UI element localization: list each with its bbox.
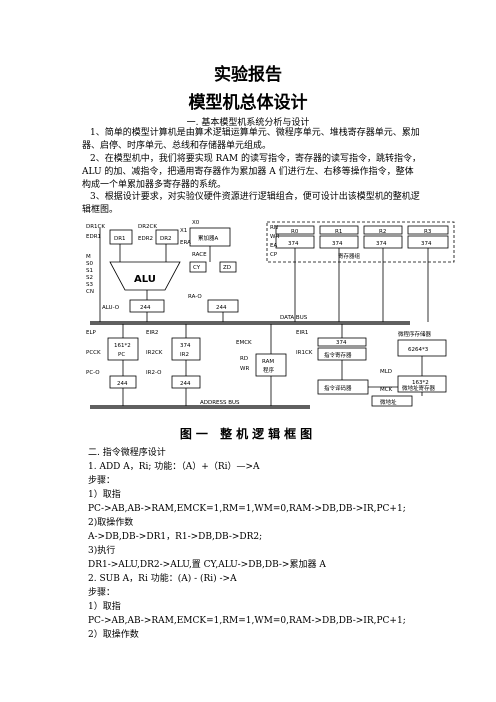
text-line-13: 2）取操作数 (88, 630, 139, 640)
text-line-1: 1. ADD A，Ri; 功能：（A）+（Ri）—>A (88, 462, 260, 472)
label-pc-o: PC-O (86, 370, 100, 376)
label-acc: 累加器A (198, 234, 219, 242)
text-line-7: 3)执行 (88, 546, 116, 556)
label-374-r0: 374 (288, 241, 299, 247)
label-ir-reg: 指令寄存器 (324, 351, 352, 359)
label-ea: EA (270, 243, 277, 249)
label-244-ir2: 244 (180, 381, 191, 387)
page-subtitle: 模型机总体设计 (188, 93, 308, 113)
label-address-bus: ADDRESS BUS (200, 400, 240, 406)
label-ir2: IR2 (180, 352, 189, 358)
label-data-bus: DATA BUS (280, 315, 308, 321)
label-ir1ck: IR1CK (296, 350, 313, 356)
label-ir2-chip: 374 (180, 343, 191, 349)
label-wr: WR (270, 234, 279, 240)
label-jump: 微地址 (380, 398, 397, 406)
label-244-ra: 244 (216, 305, 227, 311)
label-374-r2: 374 (376, 241, 387, 247)
paragraph-2: 2、在模型机中，我们将要实现 RAM 的读写指令，寄存器的读写指令，跳转指令，A… (82, 154, 421, 190)
label-r1: R1 (335, 229, 342, 235)
label-wr-ram: WR (240, 366, 249, 372)
label-mck: MCK (380, 387, 393, 393)
label-cn: CN (86, 289, 94, 295)
text-line-2: 步骤： (88, 476, 116, 486)
label-alu: ALU (134, 274, 156, 285)
label-m: M (86, 254, 91, 260)
label-ir2ck: IR2CK (146, 350, 163, 356)
text-line-6: A->DB,DB->DR1，R1->DB,DB->DR2; (88, 532, 263, 542)
label-race: RACE (192, 252, 207, 258)
label-program: 程序 (263, 366, 275, 374)
label-edr1: EDR1 (86, 234, 101, 240)
label-s1: S1 (86, 268, 93, 274)
label-r0: R0 (291, 229, 299, 235)
text-line-4: PC->AB,AB->RAM,EMCK=1,RM=1,WM=0,RAM->DB,… (88, 504, 406, 514)
paragraph-3: 3、根据设计要求，对实验仪硬件资源进行逻辑组合，便可设计出该模型机的整机逻辑框图… (82, 192, 420, 215)
text-line-8: DR1->ALU,DR2->ALU,置 CY,ALU->DB,DB->累加器 A (88, 560, 326, 570)
label-cp: CP (270, 252, 278, 258)
label-reg-group: 寄存器组 (338, 252, 361, 260)
text-line-11: 1）取指 (88, 602, 121, 612)
label-eir1: EIR1 (296, 330, 308, 336)
label-micro-mem: 微程序存储器 (398, 330, 432, 338)
section-heading-1: 一. 基本模型机系统分析与设计 (186, 118, 310, 128)
label-s3: S3 (86, 282, 93, 288)
label-pcck: PCCK (86, 350, 101, 356)
text-line-10: 步骤： (88, 588, 116, 598)
text-line-12: PC->AB,AB->RAM,EMCK=1,RM=1,WM=0,RAM->DB,… (88, 616, 406, 626)
label-emck: EMCK (236, 340, 252, 346)
label-s0: S0 (86, 261, 93, 267)
label-pc: PC (118, 352, 125, 358)
text-line-5: 2)取操作数 (88, 518, 134, 528)
label-s2: S2 (86, 275, 93, 281)
label-eir2: EIR2 (146, 330, 158, 336)
label-244-alu: 244 (140, 305, 151, 311)
label-pc-chip: 161*2 (114, 343, 131, 349)
label-mld: MLD (380, 369, 392, 375)
label-elp: ELP (86, 330, 97, 336)
label-244-pc: 244 (117, 381, 128, 387)
paragraph-1: 1、简单的模型计算机是由算术逻辑运算单元、微程序单元、堆栈寄存器单元、累加器、启… (82, 128, 420, 151)
figure-caption: 图一 整机逻辑框图 (179, 427, 317, 441)
label-x1: X1 (180, 228, 187, 234)
label-374-r1: 374 (332, 241, 343, 247)
label-dr1ck: DR1CK (86, 224, 105, 230)
section-heading-2: 二. 指令微程序设计 (88, 448, 166, 458)
label-decoder: 指令译码器 (324, 384, 352, 392)
label-ir2-o: IR2-O (146, 370, 162, 376)
label-era: ERA (180, 240, 191, 246)
label-edr2: EDR2 (138, 236, 153, 242)
label-ram: RAM (262, 359, 274, 365)
label-rd: RD (240, 356, 248, 362)
text-line-9: 2. SUB A，Ri 功能：(A) - (Ri) ->A (88, 574, 237, 584)
label-uaddr-chip: 163*2 (412, 380, 429, 386)
label-dr1: DR1 (114, 236, 126, 242)
label-zd: ZD (223, 265, 231, 271)
label-cy: CY (193, 265, 201, 271)
page-title: 实验报告 (214, 65, 282, 85)
label-ir1-chip: 374 (336, 340, 347, 346)
logic-block-diagram: DR1CK EDR1 DR1 DR2CK EDR2 DR2 X0 X1 ERA … (86, 220, 455, 409)
label-alu-o: ALU-O (102, 305, 120, 311)
label-r3: R3 (424, 229, 432, 235)
text-line-3: 1）取指 (88, 490, 121, 500)
label-micro-chip: 6264*3 (408, 347, 429, 353)
label-rn: RN (270, 225, 278, 231)
label-dr2: DR2 (160, 236, 172, 242)
label-uaddr: 微地址寄存器 (402, 384, 436, 392)
label-r2: R2 (379, 229, 386, 235)
label-x0: X0 (192, 220, 200, 226)
label-374-r3: 374 (421, 241, 432, 247)
label-ra-o: RA-O (188, 294, 202, 300)
label-dr2ck: DR2CK (138, 224, 157, 230)
